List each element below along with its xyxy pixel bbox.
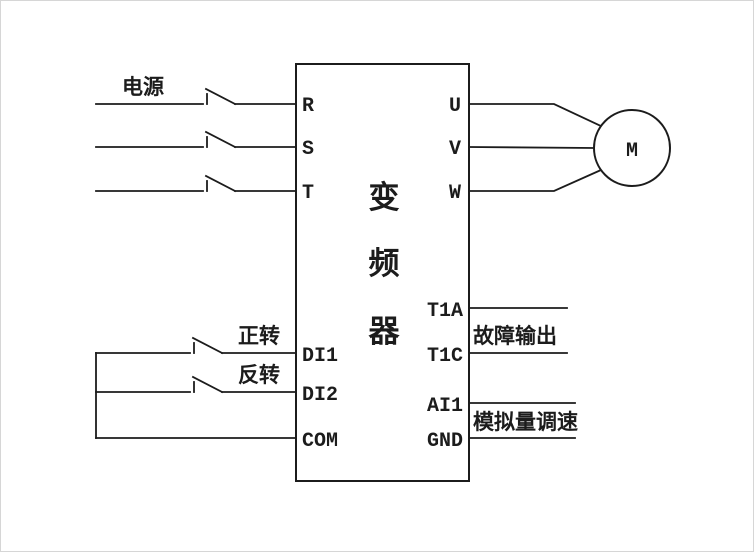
analog-speed-label: 模拟量调速 [473,410,578,434]
inverter-name-char-2: 频 [369,246,402,282]
switch-blade-forward-icon [191,336,224,355]
terminal-v: V [449,138,461,161]
motor-symbol [593,109,671,187]
motor-wire-v [468,146,595,149]
motor-wire-w [468,168,603,192]
power-supply-label: 电源 [122,75,164,99]
terminal-t: T [302,182,314,205]
power-line-t [95,174,297,193]
fault-output-label: 故障输出 [473,324,557,348]
terminal-t1a: T1A [427,300,463,323]
terminal-gnd: GND [427,430,463,453]
inverter-name-char-1: 变 [369,180,402,216]
switch-blade-r-icon [204,87,237,106]
inverter-box [295,63,470,482]
switch-blade-s-icon [204,130,237,149]
di2-line-reverse [95,375,297,394]
switch-blade-t-icon [204,174,237,193]
terminal-di2: DI2 [302,384,338,407]
motor-label: M [626,140,638,163]
power-line-s [95,130,297,149]
motor-wire-u [468,103,603,128]
switch-blade-reverse-icon [191,375,224,394]
inverter-name-char-3: 器 [368,314,402,350]
power-line-r [95,87,297,106]
di1-line-forward [95,336,297,355]
reverse-switch-label: 反转 [238,363,280,387]
terminal-w: W [449,182,461,205]
terminal-s: S [302,138,314,161]
terminal-ai1: AI1 [427,395,463,418]
forward-switch-label: 正转 [238,324,280,348]
terminal-u: U [449,95,461,118]
terminal-com: COM [302,430,338,453]
terminal-di1: DI1 [302,345,338,368]
terminal-t1c: T1C [427,345,463,368]
terminal-r: R [302,95,314,118]
